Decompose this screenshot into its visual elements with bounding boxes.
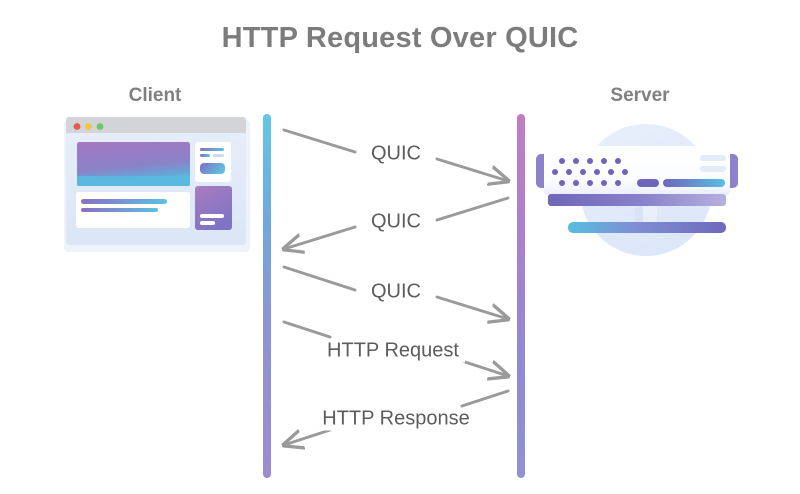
- arrow-segment-5b: [284, 428, 332, 445]
- arrow-segment-1b: [435, 157, 508, 181]
- page-title: HTTP Request Over QUIC: [221, 22, 579, 54]
- arrow-segment-2b: [284, 225, 357, 249]
- arrow-segment-4a: [282, 320, 332, 339]
- arrow-segment-5a: [460, 389, 510, 408]
- message-label-5: HTTP Response: [316, 407, 476, 431]
- lifeline-client: [263, 114, 271, 478]
- arrow-segment-4b: [460, 359, 508, 376]
- message-label-4: HTTP Request: [321, 339, 465, 363]
- browser-window-icon: [62, 114, 252, 254]
- arrow-segment-3a: [282, 265, 357, 292]
- arrow-segment-1a: [282, 128, 357, 154]
- arrow-segment-3b: [435, 295, 508, 319]
- server-rack-icon: [530, 108, 760, 268]
- lifeline-server: [517, 114, 525, 478]
- column-label-server: Server: [610, 85, 670, 106]
- message-label-3: QUIC: [365, 280, 427, 304]
- arrow-segment-2a: [435, 196, 510, 222]
- message-label-1: QUIC: [365, 142, 427, 166]
- column-label-client: Client: [128, 85, 182, 106]
- message-label-2: QUIC: [365, 210, 427, 234]
